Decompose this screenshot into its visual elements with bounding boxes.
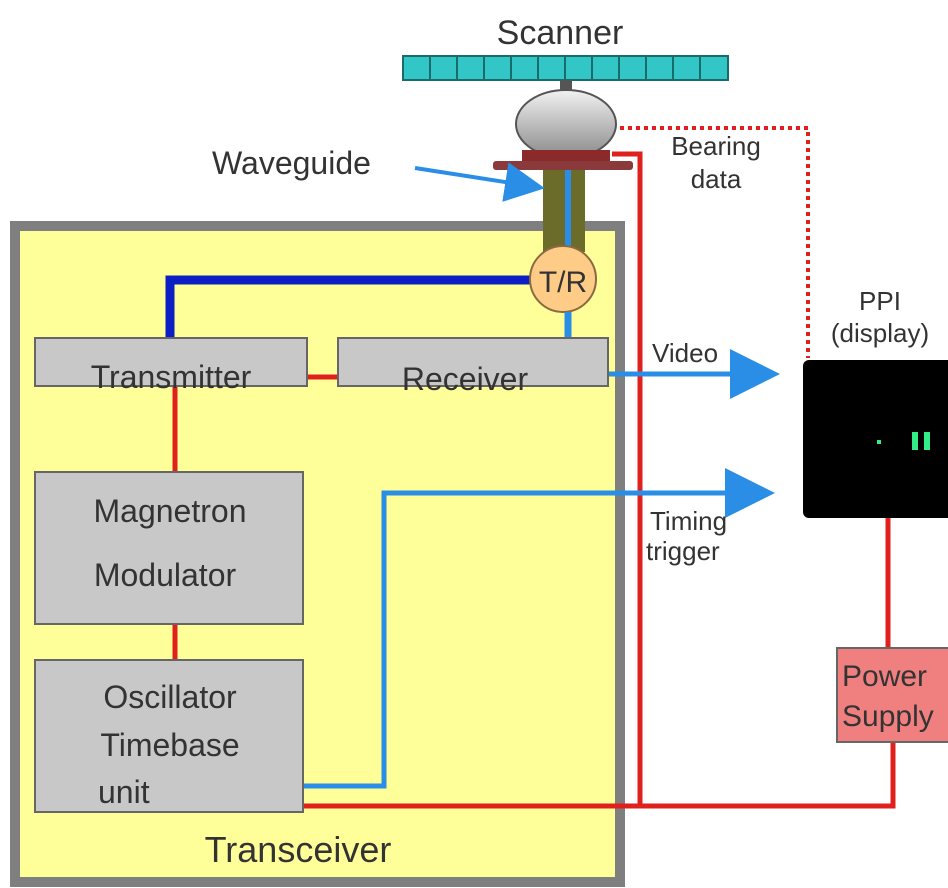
power-label-1: Power	[842, 660, 927, 693]
receiver-box	[337, 337, 609, 387]
scanner-label: Scanner	[497, 14, 624, 52]
waveguide-tube	[543, 168, 585, 252]
oscillator-label-3: unit	[98, 774, 150, 810]
scanner	[402, 55, 729, 170]
magnetron-label-2: Modulator	[94, 557, 237, 593]
bearing-data-label-1: Bearing	[671, 131, 761, 161]
power-label-2: Supply	[842, 700, 934, 733]
timing-label-2: trigger	[646, 536, 720, 566]
power-supply-box	[836, 647, 948, 743]
video-label: Video	[652, 338, 718, 368]
bearing-data-line	[620, 126, 810, 358]
timing-label-1: Timing	[650, 506, 727, 536]
ppi-echo-dot	[877, 440, 881, 444]
timing-trigger-arrow	[303, 468, 775, 789]
receiver-label: Receiver	[402, 361, 529, 397]
transceiver-label: Transceiver	[205, 829, 392, 870]
oscillator-timebase-box	[34, 659, 304, 813]
ppi-display	[803, 360, 948, 518]
bearing-data-label-2: data	[691, 164, 742, 194]
waveguide-label: Waveguide	[212, 145, 371, 181]
scanner-radome	[515, 89, 617, 159]
transmit-path	[165, 275, 530, 338]
transmitter-label: Transmitter	[91, 359, 252, 395]
oscillator-label-2: Timebase	[100, 727, 239, 763]
ppi-label-1: PPI	[859, 286, 901, 316]
transmitter-box	[34, 337, 308, 387]
waveguide-pointer	[414, 162, 545, 202]
tr-label: T/R	[539, 266, 587, 299]
magnetron-modulator-box	[34, 471, 304, 625]
tr-switch	[529, 245, 597, 313]
ppi-echo-2	[924, 432, 930, 450]
power-wiring	[172, 151, 896, 809]
magnetron-label-1: Magnetron	[94, 493, 247, 529]
ppi-echo-1	[912, 432, 918, 450]
ppi-label-2: (display)	[831, 318, 929, 348]
oscillator-label-1: Oscillator	[103, 679, 237, 715]
